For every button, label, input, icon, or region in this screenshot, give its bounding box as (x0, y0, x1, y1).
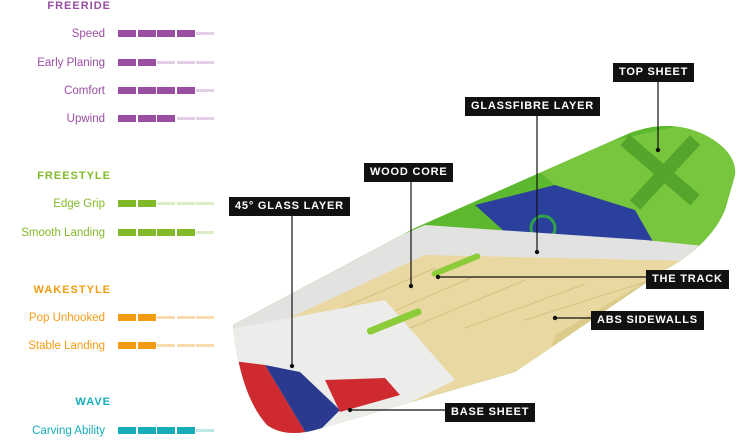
rating-segment (157, 87, 175, 94)
callout-45-glass-layer: 45° GLASS LAYER (229, 197, 350, 216)
rating-segment (196, 117, 214, 120)
rating-segment (196, 231, 214, 234)
rating-segment (118, 115, 136, 122)
ratings-panel: FREERIDE Speed Early Planing Comfort Upw… (0, 0, 225, 440)
rating-segment (118, 59, 136, 66)
rating-row: Speed (0, 27, 225, 41)
rating-segment (176, 87, 195, 94)
rating-segment (176, 229, 195, 236)
rating-segment (157, 229, 175, 236)
leader-dot (435, 274, 441, 280)
rating-bar (118, 342, 216, 349)
rating-segment (196, 61, 214, 64)
rating-segment (176, 30, 195, 37)
callout-base-sheet: BASE SHEET (445, 403, 536, 422)
rating-label: Carving Ability (32, 425, 105, 437)
freeride-title: FREERIDE (47, 0, 111, 12)
rating-segment (137, 342, 156, 349)
rating-segment (196, 344, 214, 347)
rating-segment (137, 59, 156, 66)
callout-glassfibre-layer: GLASSFIBRE LAYER (465, 97, 601, 116)
leader-dot (347, 407, 353, 413)
rating-bar (118, 427, 216, 434)
rating-bar (118, 87, 216, 94)
rating-row: Early Planing (0, 56, 225, 70)
rating-bar (118, 59, 216, 66)
rating-segment (196, 202, 214, 205)
rating-segment (157, 344, 175, 347)
rating-row: Carving Ability (0, 424, 225, 438)
wave-title: WAVE (75, 396, 111, 408)
rating-label: Early Planing (37, 57, 105, 69)
leader-dot (655, 147, 661, 153)
rating-bar (118, 200, 216, 207)
freestyle-title: FREESTYLE (37, 170, 111, 182)
rating-segment (176, 202, 195, 205)
rating-segment (118, 427, 136, 434)
rating-segment (196, 429, 214, 432)
rating-segment (118, 87, 136, 94)
kiteboard-illustration (233, 80, 736, 434)
rating-segment (137, 200, 156, 207)
base-sheet-blue (265, 365, 340, 434)
rating-bar (118, 229, 216, 236)
wood-core-grain (314, 267, 646, 331)
track-slot-front (431, 253, 481, 277)
rating-label: Edge Grip (53, 198, 105, 210)
rating-segment (118, 30, 136, 37)
rating-bar (118, 314, 216, 321)
rating-segment (118, 229, 136, 236)
leader-dot (552, 315, 558, 321)
rating-segment (176, 427, 195, 434)
x-graphic (620, 134, 701, 210)
rating-segment (176, 344, 195, 347)
wakestyle-title: WAKESTYLE (33, 284, 111, 296)
leader-dot (534, 249, 540, 255)
rating-segment (196, 32, 214, 35)
rating-segment (137, 30, 156, 37)
rating-segment (137, 115, 156, 122)
rating-bar (118, 115, 216, 122)
leader-dot (408, 283, 414, 289)
rating-row: Comfort (0, 84, 225, 98)
track-slot-rear (366, 308, 422, 335)
board-diagram: TOP SHEET GLASSFIBRE LAYER WOOD CORE 45°… (225, 0, 744, 440)
rating-segment (157, 30, 175, 37)
leader-dot (289, 363, 295, 369)
rating-segment (157, 427, 175, 434)
callout-top-sheet: TOP SHEET (613, 63, 695, 82)
rating-segment (118, 314, 136, 321)
rating-segment (157, 202, 175, 205)
rating-segment (118, 200, 136, 207)
rating-segment (137, 427, 156, 434)
rating-bar (118, 30, 216, 37)
callout-wood-core: WOOD CORE (364, 163, 454, 182)
rating-segment (137, 314, 156, 321)
rating-segment (176, 316, 195, 319)
rating-segment (157, 115, 175, 122)
rating-label: Comfort (64, 85, 105, 97)
rating-label: Stable Landing (28, 340, 105, 352)
rating-row: Edge Grip (0, 197, 225, 211)
rating-row: Pop Unhooked (0, 311, 225, 325)
rating-label: Speed (71, 28, 105, 40)
rating-segment (196, 89, 214, 92)
base-sheet-red-right (325, 378, 400, 412)
callout-abs-sidewalls: ABS SIDEWALLS (591, 311, 704, 330)
rating-segment (118, 342, 136, 349)
rating-row: Smooth Landing (0, 226, 225, 240)
rating-label: Upwind (66, 113, 105, 125)
rating-segment (137, 87, 156, 94)
rating-segment (157, 61, 175, 64)
callout-the-track: THE TRACK (646, 270, 729, 289)
rating-segment (196, 316, 214, 319)
rating-segment (157, 316, 175, 319)
rating-row: Upwind (0, 112, 225, 126)
rating-label: Smooth Landing (21, 227, 105, 239)
rating-row: Stable Landing (0, 339, 225, 353)
rating-segment (176, 117, 195, 120)
rating-segment (176, 61, 195, 64)
rating-label: Pop Unhooked (28, 312, 105, 324)
rating-segment (137, 229, 156, 236)
